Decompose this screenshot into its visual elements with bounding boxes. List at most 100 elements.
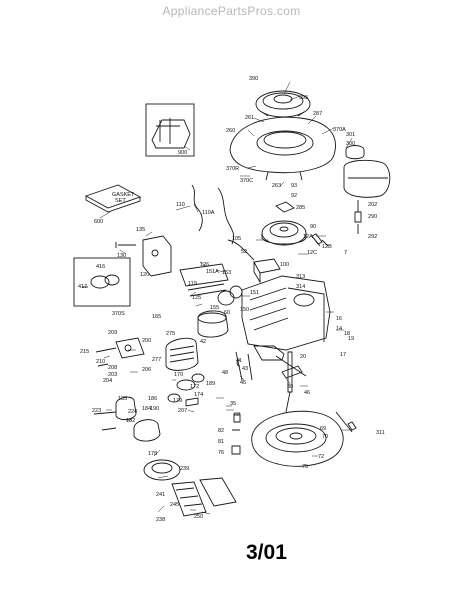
callout-label: 125 [192, 295, 201, 301]
callout-label: 208 [108, 365, 117, 371]
callout-label: 90 [310, 224, 316, 230]
callout-label: 204 [103, 378, 112, 384]
callout-label: 151 [250, 290, 259, 296]
callout-label: 285 [296, 205, 305, 211]
callout-label: 370R [226, 166, 239, 172]
callout-label: 200 [142, 338, 151, 344]
callout-label: 75 [302, 464, 308, 470]
crankshaft [281, 351, 303, 413]
kit-box-label-1: GASKET [112, 192, 135, 198]
callout-label: 186 [148, 396, 157, 402]
callout-label: 313 [296, 274, 305, 280]
callout-label: 370S [112, 311, 125, 317]
callout-label: 7 [344, 250, 347, 256]
callout-label: 52 [241, 249, 247, 255]
callout-label: 263 [272, 183, 281, 189]
callout-label: 417 [78, 284, 87, 290]
carburetor-assy [95, 337, 145, 367]
callout-label: 12B [322, 244, 332, 250]
engine-sump [251, 410, 344, 467]
leader-lines [99, 81, 353, 515]
callout-label: 202 [368, 202, 377, 208]
callout-label: 239 [180, 466, 189, 472]
callout-label: 12A [303, 234, 313, 240]
connecting-rod [253, 345, 307, 377]
callout-label: 370A [333, 127, 346, 133]
callout-label: 182 [126, 418, 135, 424]
engine-inset [145, 103, 195, 157]
kit-box-label-2: SET [115, 198, 126, 204]
callout-label: 172 [190, 384, 199, 390]
callout-label: 41 [236, 358, 242, 364]
callout-label: 62 [234, 412, 240, 418]
callout-label: 174 [194, 392, 203, 398]
gasket-set [167, 373, 205, 407]
callout-label: 290 [368, 214, 377, 220]
callout-label: 155 [210, 305, 219, 311]
callout-label: 223 [92, 408, 101, 414]
callout-label: 105 [232, 236, 241, 242]
callout-label: 93 [291, 183, 297, 189]
callout-label: 190 [150, 406, 159, 412]
throttle-control [115, 235, 172, 277]
callout-label: 20 [300, 354, 306, 360]
callout-label: 14 [336, 326, 342, 332]
piston [197, 310, 229, 338]
callout-label: 18 [344, 331, 350, 337]
callout-label: 245 [170, 502, 179, 508]
callout-label: 30 [287, 384, 293, 390]
callout-label: 292 [368, 234, 377, 240]
callout-label: 153 [222, 270, 231, 276]
callout-label: 100 [280, 262, 289, 268]
callout-label: 43 [242, 366, 248, 372]
fuel-tank [343, 145, 391, 198]
callout-label: 179 [173, 398, 182, 404]
engine-block [241, 275, 331, 351]
carburetor-stack [179, 263, 243, 306]
callout-label: 126 [200, 262, 209, 268]
callout-label: 16 [336, 316, 342, 322]
revision-date: 3/01 [246, 541, 287, 564]
callout-label: 135 [136, 227, 145, 233]
callout-label: 600 [94, 219, 103, 225]
spark-plug [311, 233, 329, 247]
callout-label: 209 [108, 330, 117, 336]
callout-label: 60 [224, 310, 230, 316]
callout-label: 12C [307, 250, 317, 256]
callout-label: 35 [230, 401, 236, 407]
gasket-kit-box [84, 184, 142, 213]
callout-label: 19 [348, 336, 354, 342]
muffler [165, 337, 199, 371]
callout-label: 70 [322, 434, 328, 440]
callout-label: 300 [346, 141, 355, 147]
callout-label: 165 [152, 314, 161, 320]
ignition-coil [227, 239, 281, 284]
callout-label: 184 [142, 406, 151, 412]
callout-label: 92 [291, 193, 297, 199]
fuel-line [354, 200, 362, 234]
callout-label: 178 [148, 451, 157, 457]
callout-label: 110 [176, 202, 185, 208]
callout-label: 69 [320, 426, 326, 432]
callout-label: 314 [296, 284, 305, 290]
callout-label: 72 [318, 454, 324, 460]
callout-label: 241 [156, 492, 165, 498]
callout-label: 287 [313, 111, 322, 117]
callout-label: 170 [174, 372, 183, 378]
callout-label: 238 [156, 517, 165, 523]
callout-label: 224 [128, 409, 137, 415]
recoil-starter [255, 90, 311, 118]
callout-label: 250 [194, 514, 203, 520]
blower-housing [229, 116, 336, 181]
callout-label: 900 [178, 150, 187, 156]
dipstick [335, 411, 357, 433]
callout-label: 151A [206, 269, 219, 275]
callout-label: 82 [218, 428, 224, 434]
callout-label: 301 [346, 132, 355, 138]
callout-label: 185 [118, 396, 127, 402]
callout-label: 42 [200, 339, 206, 345]
callout-label: 261 [245, 115, 254, 121]
callout-label: 275 [166, 331, 175, 337]
callout-label: 203 [108, 372, 117, 378]
callout-label: 120 [140, 272, 149, 278]
